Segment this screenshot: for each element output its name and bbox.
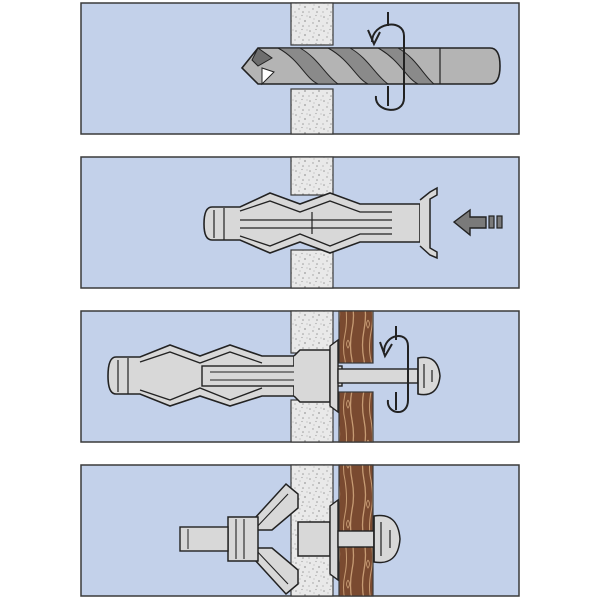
hollow-wall-anchor [203, 186, 438, 260]
expanded-anchor [179, 482, 339, 596]
rotation-arrow-icon [367, 12, 405, 111]
wood-fixture [338, 310, 374, 443]
rotation-arrow-icon [379, 326, 409, 413]
hollow-wall-anchor [107, 338, 343, 414]
step-insert-anchor-panel [80, 156, 520, 289]
wall-section [290, 2, 334, 135]
step-tighten-screw-panel [80, 310, 520, 443]
drill-bit [240, 47, 501, 86]
step-anchor-set-panel [80, 464, 520, 597]
step-drill-hole-panel [80, 2, 520, 135]
screw [337, 356, 441, 396]
push-direction-arrow-icon [452, 208, 503, 237]
wall-section [290, 156, 334, 289]
screw [337, 514, 401, 564]
